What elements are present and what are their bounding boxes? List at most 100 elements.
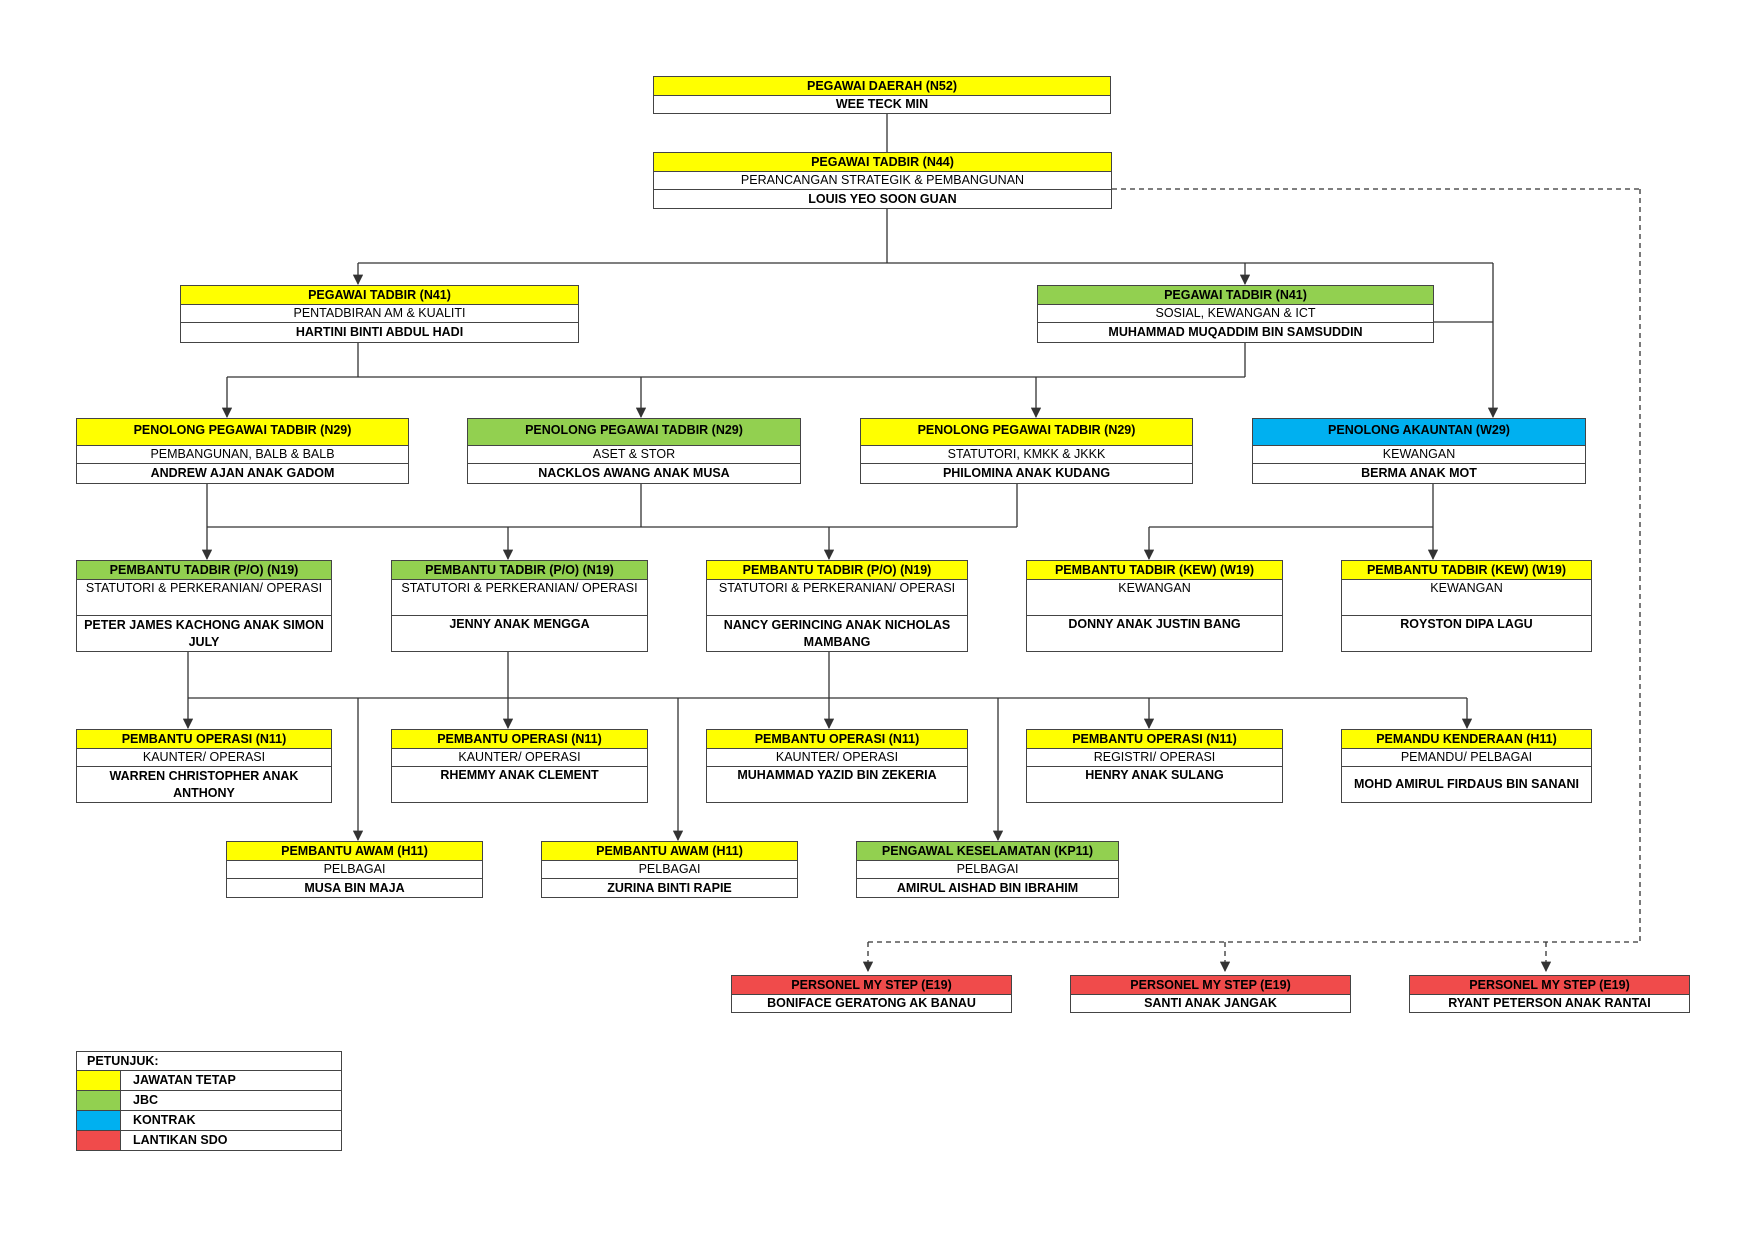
legend-label: KONTRAK <box>133 1113 196 1127</box>
legend-item: KONTRAK <box>77 1111 341 1131</box>
org-box-pembantu-operasi-1: PEMBANTU OPERASI (N11) KAUNTER/ OPERASI … <box>76 729 332 803</box>
position-title: PEMANDU KENDERAAN (H11) <box>1342 730 1591 749</box>
position-title: PEMBANTU TADBIR (P/O) (N19) <box>707 561 967 580</box>
org-box-penolong-pegawai-tadbir-3: PENOLONG PEGAWAI TADBIR (N29) STATUTORI,… <box>860 418 1193 484</box>
legend-label: LANTIKAN SDO <box>133 1133 228 1147</box>
person-name: MUHAMMAD MUQADDIM BIN SAMSUDDIN <box>1108 325 1363 339</box>
org-box-pembantu-tadbir-kew-1: PEMBANTU TADBIR (KEW) (W19) KEWANGAN DON… <box>1026 560 1283 652</box>
person-name: WARREN CHRISTOPHER ANAK ANTHONY <box>109 768 299 800</box>
org-box-pembantu-tadbir-po-2: PEMBANTU TADBIR (P/O) (N19) STATUTORI & … <box>391 560 648 652</box>
org-box-penolong-pegawai-tadbir-2: PENOLONG PEGAWAI TADBIR (N29) ASET & STO… <box>467 418 801 484</box>
org-box-pegawai-tadbir-n41-pentadbiran: PEGAWAI TADBIR (N41) PENTADBIRAN AM & KU… <box>180 285 579 343</box>
legend-swatch-blue <box>77 1111 121 1130</box>
unit-label: KAUNTER/ OPERASI <box>707 749 967 767</box>
legend-label: JAWATAN TETAP <box>133 1073 236 1087</box>
legend-swatch-yellow <box>77 1071 121 1090</box>
person-name: HENRY ANAK SULANG <box>1085 768 1224 782</box>
org-box-pembantu-operasi-2: PEMBANTU OPERASI (N11) KAUNTER/ OPERASI … <box>391 729 648 803</box>
position-title: PERSONEL MY STEP (E19) <box>1071 976 1350 995</box>
position-title: PERSONEL MY STEP (E19) <box>1410 976 1689 995</box>
position-title: PENGAWAL KESELAMATAN (KP11) <box>857 842 1118 861</box>
person-name: MUHAMMAD YAZID BIN ZEKERIA <box>737 768 937 782</box>
position-title: PEGAWAI DAERAH (N52) <box>654 77 1110 96</box>
org-box-penolong-akauntan: PENOLONG AKAUNTAN (W29) KEWANGAN BERMA A… <box>1252 418 1586 484</box>
unit-label: PELBAGAI <box>542 861 797 879</box>
person-name: ROYSTON DIPA LAGU <box>1400 617 1533 631</box>
unit-label: PENTADBIRAN AM & KUALITI <box>181 305 578 323</box>
position-title: PENOLONG PEGAWAI TADBIR (N29) <box>861 419 1192 446</box>
unit-label: STATUTORI & PERKERANIAN/ OPERASI <box>707 580 967 616</box>
org-box-pembantu-operasi-3: PEMBANTU OPERASI (N11) KAUNTER/ OPERASI … <box>706 729 968 803</box>
unit-label: SOSIAL, KEWANGAN & ICT <box>1038 305 1433 323</box>
person-name: ANDREW AJAN ANAK GADOM <box>150 466 335 480</box>
org-box-personel-mystep-2: PERSONEL MY STEP (E19) SANTI ANAK JANGAK <box>1070 975 1351 1013</box>
legend-item: LANTIKAN SDO <box>77 1131 341 1150</box>
position-title: PEMBANTU OPERASI (N11) <box>1027 730 1282 749</box>
position-title: PEMBANTU TADBIR (KEW) (W19) <box>1027 561 1282 580</box>
position-title: PEMBANTU AWAM (H11) <box>542 842 797 861</box>
org-box-pegawai-daerah: PEGAWAI DAERAH (N52) WEE TECK MIN <box>653 76 1111 114</box>
org-box-penolong-pegawai-tadbir-1: PENOLONG PEGAWAI TADBIR (N29) PEMBANGUNA… <box>76 418 409 484</box>
org-box-pembantu-awam-2: PEMBANTU AWAM (H11) PELBAGAI ZURINA BINT… <box>541 841 798 898</box>
unit-label: PEMBANGUNAN, BALB & BALB <box>77 446 408 464</box>
position-title: PEMBANTU AWAM (H11) <box>227 842 482 861</box>
person-name: DONNY ANAK JUSTIN BANG <box>1068 617 1241 631</box>
legend: PETUNJUK: JAWATAN TETAP JBC KONTRAK LANT… <box>76 1051 342 1151</box>
legend-swatch-green <box>77 1091 121 1110</box>
legend-item: JAWATAN TETAP <box>77 1071 341 1091</box>
unit-label: KAUNTER/ OPERASI <box>77 749 331 767</box>
org-box-pembantu-tadbir-po-3: PEMBANTU TADBIR (P/O) (N19) STATUTORI & … <box>706 560 968 652</box>
position-title: PEGAWAI TADBIR (N44) <box>654 153 1111 172</box>
org-box-pengawal-keselamatan: PENGAWAL KESELAMATAN (KP11) PELBAGAI AMI… <box>856 841 1119 898</box>
unit-label: PEMANDU/ PELBAGAI <box>1342 749 1591 767</box>
person-name: BERMA ANAK MOT <box>1361 466 1477 480</box>
org-box-pembantu-tadbir-kew-2: PEMBANTU TADBIR (KEW) (W19) KEWANGAN ROY… <box>1341 560 1592 652</box>
legend-title: PETUNJUK: <box>77 1052 341 1071</box>
position-title: PEMBANTU OPERASI (N11) <box>77 730 331 749</box>
org-box-pembantu-awam-1: PEMBANTU AWAM (H11) PELBAGAI MUSA BIN MA… <box>226 841 483 898</box>
unit-label: STATUTORI & PERKERANIAN/ OPERASI <box>392 580 647 616</box>
person-name: AMIRUL AISHAD BIN IBRAHIM <box>896 880 1079 895</box>
position-title: PENOLONG PEGAWAI TADBIR (N29) <box>468 419 800 446</box>
legend-swatch-red <box>77 1131 121 1150</box>
person-name: HARTINI BINTI ABDUL HADI <box>295 325 464 339</box>
position-title: PENOLONG AKAUNTAN (W29) <box>1253 419 1585 446</box>
unit-label: KEWANGAN <box>1342 580 1591 616</box>
person-name: ZURINA BINTI RAPIE <box>607 880 732 895</box>
org-box-pegawai-tadbir-n44: PEGAWAI TADBIR (N44) PERANCANGAN STRATEG… <box>653 152 1112 209</box>
unit-label: REGISTRI/ OPERASI <box>1027 749 1282 767</box>
person-name: LOUIS YEO SOON GUAN <box>808 191 957 206</box>
person-name: PHILOMINA ANAK KUDANG <box>942 466 1111 480</box>
position-title: PEMBANTU OPERASI (N11) <box>707 730 967 749</box>
unit-label: KAUNTER/ OPERASI <box>392 749 647 767</box>
person-name: WEE TECK MIN <box>835 97 929 111</box>
person-name: NANCY GERINCING ANAK NICHOLAS MAMBANG <box>723 617 951 649</box>
position-title: PEGAWAI TADBIR (N41) <box>181 286 578 305</box>
person-name: RHEMMY ANAK CLEMENT <box>440 768 599 782</box>
org-box-pemandu-kenderaan: PEMANDU KENDERAAN (H11) PEMANDU/ PELBAGA… <box>1341 729 1592 803</box>
unit-label: STATUTORI, KMKK & JKKK <box>861 446 1192 464</box>
person-name: NACKLOS AWANG ANAK MUSA <box>538 466 730 480</box>
person-name: PETER JAMES KACHONG ANAK SIMON JULY <box>84 617 324 649</box>
position-title: PERSONEL MY STEP (E19) <box>732 976 1011 995</box>
org-box-pegawai-tadbir-n41-sosial: PEGAWAI TADBIR (N41) SOSIAL, KEWANGAN & … <box>1037 285 1434 343</box>
position-title: PEMBANTU TADBIR (P/O) (N19) <box>392 561 647 580</box>
org-box-personel-mystep-1: PERSONEL MY STEP (E19) BONIFACE GERATONG… <box>731 975 1012 1013</box>
org-box-pembantu-tadbir-po-1: PEMBANTU TADBIR (P/O) (N19) STATUTORI & … <box>76 560 332 652</box>
position-title: PEMBANTU OPERASI (N11) <box>392 730 647 749</box>
unit-label: ASET & STOR <box>468 446 800 464</box>
position-title: PEMBANTU TADBIR (KEW) (W19) <box>1342 561 1591 580</box>
legend-label: JBC <box>133 1093 159 1107</box>
position-title: PEGAWAI TADBIR (N41) <box>1038 286 1433 305</box>
person-name: SANTI ANAK JANGAK <box>1144 996 1277 1010</box>
unit-label: PERANCANGAN STRATEGIK & PEMBANGUNAN <box>654 172 1111 190</box>
person-name: JENNY ANAK MENGGA <box>449 617 590 631</box>
position-title: PENOLONG PEGAWAI TADBIR (N29) <box>77 419 408 446</box>
unit-label: KEWANGAN <box>1253 446 1585 464</box>
legend-item: JBC <box>77 1091 341 1111</box>
unit-label: PELBAGAI <box>857 861 1118 879</box>
person-name: BONIFACE GERATONG AK BANAU <box>767 996 976 1010</box>
org-box-personel-mystep-3: PERSONEL MY STEP (E19) RYANT PETERSON AN… <box>1409 975 1690 1013</box>
position-title: PEMBANTU TADBIR (P/O) (N19) <box>77 561 331 580</box>
